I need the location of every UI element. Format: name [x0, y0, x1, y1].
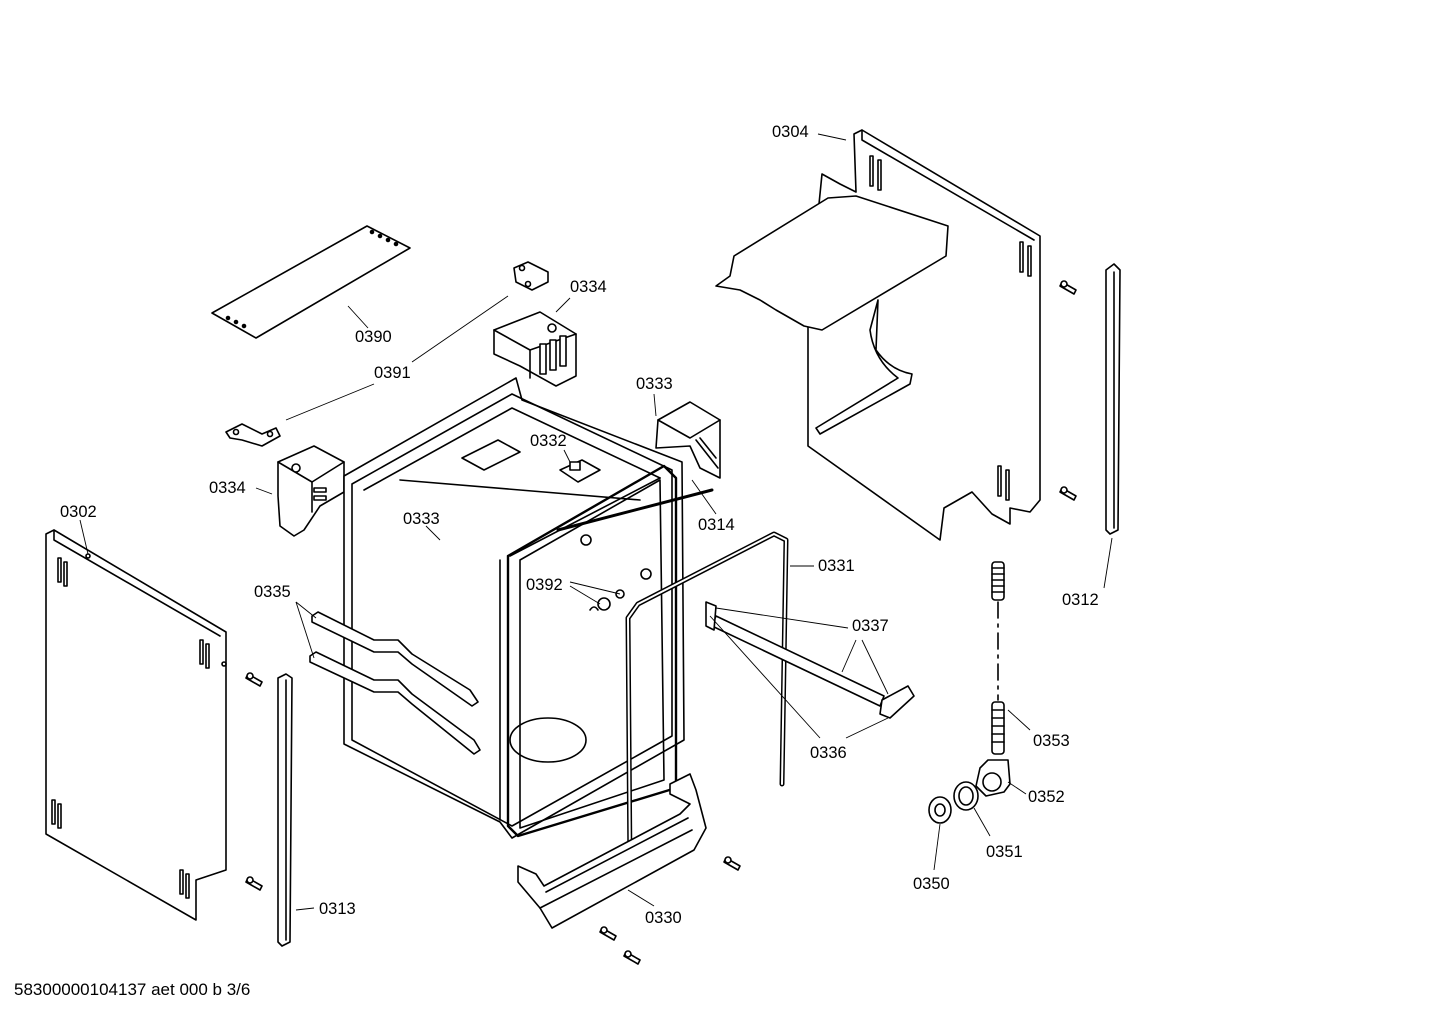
screw-icon [245, 876, 263, 891]
screw-icon [623, 950, 641, 965]
part-0350-cap [928, 796, 952, 824]
screw-icon [245, 672, 263, 687]
label-0391: 0391 [374, 364, 411, 382]
label-0392: 0392 [526, 576, 563, 594]
part-0334-hinge-bottom [277, 445, 345, 537]
part-0331-door-seal [625, 531, 789, 873]
part-0337-bar [705, 601, 915, 719]
screw-icon [599, 926, 617, 941]
part-0313-strip-left [277, 673, 293, 947]
label-0304: 0304 [772, 123, 809, 141]
label-0390: 0390 [355, 328, 392, 346]
screw-icon [1059, 280, 1077, 295]
part-0335-rail-upper [311, 611, 479, 707]
part-0391-bracket-bottom [225, 423, 281, 447]
part-0392-rings [580, 534, 652, 611]
screw-icon [723, 856, 741, 871]
label-0353: 0353 [1033, 732, 1070, 750]
part-0335-rail-lower [309, 651, 481, 755]
label-0337: 0337 [852, 617, 889, 635]
part-0391-bracket-top [513, 261, 549, 291]
label-0314: 0314 [698, 516, 735, 534]
part-0304-side-panel-right [715, 129, 1041, 541]
label-0352: 0352 [1028, 788, 1065, 806]
label-0333-bottom: 0333 [403, 510, 440, 528]
part-0333-cover-right [655, 401, 721, 479]
part-tub-body [343, 377, 685, 839]
part-0353-hose [991, 561, 1005, 755]
part-0332-clip [559, 459, 601, 483]
part-0302-side-panel-left [45, 529, 227, 921]
label-0313: 0313 [319, 900, 356, 918]
part-0352-elbow [975, 759, 1011, 797]
label-0333-top: 0333 [636, 375, 673, 393]
label-0312: 0312 [1062, 591, 1099, 609]
screw-icon [1059, 486, 1077, 501]
label-0330: 0330 [645, 909, 682, 927]
part-0390-strip [211, 225, 411, 339]
label-0334-top: 0334 [570, 278, 607, 296]
label-0331: 0331 [818, 557, 855, 575]
part-0334-hinge-top [493, 311, 577, 387]
part-labels: 0304 0390 0334 0391 0333 0332 0334 0302 … [60, 123, 1099, 927]
document-code: 58300000104137 aet 000 b 3/6 [14, 980, 251, 999]
part-0312-strip-right [1105, 263, 1121, 535]
leader-lines [79, 133, 1113, 911]
label-0335: 0335 [254, 583, 291, 601]
label-0334-bottom: 0334 [209, 479, 246, 497]
label-0351: 0351 [986, 843, 1023, 861]
label-0336: 0336 [810, 744, 847, 762]
label-0350: 0350 [913, 875, 950, 893]
label-0332: 0332 [530, 432, 567, 450]
part-0330-base-plate [517, 773, 707, 929]
part-0351-nut [953, 781, 979, 811]
label-0302: 0302 [60, 503, 97, 521]
